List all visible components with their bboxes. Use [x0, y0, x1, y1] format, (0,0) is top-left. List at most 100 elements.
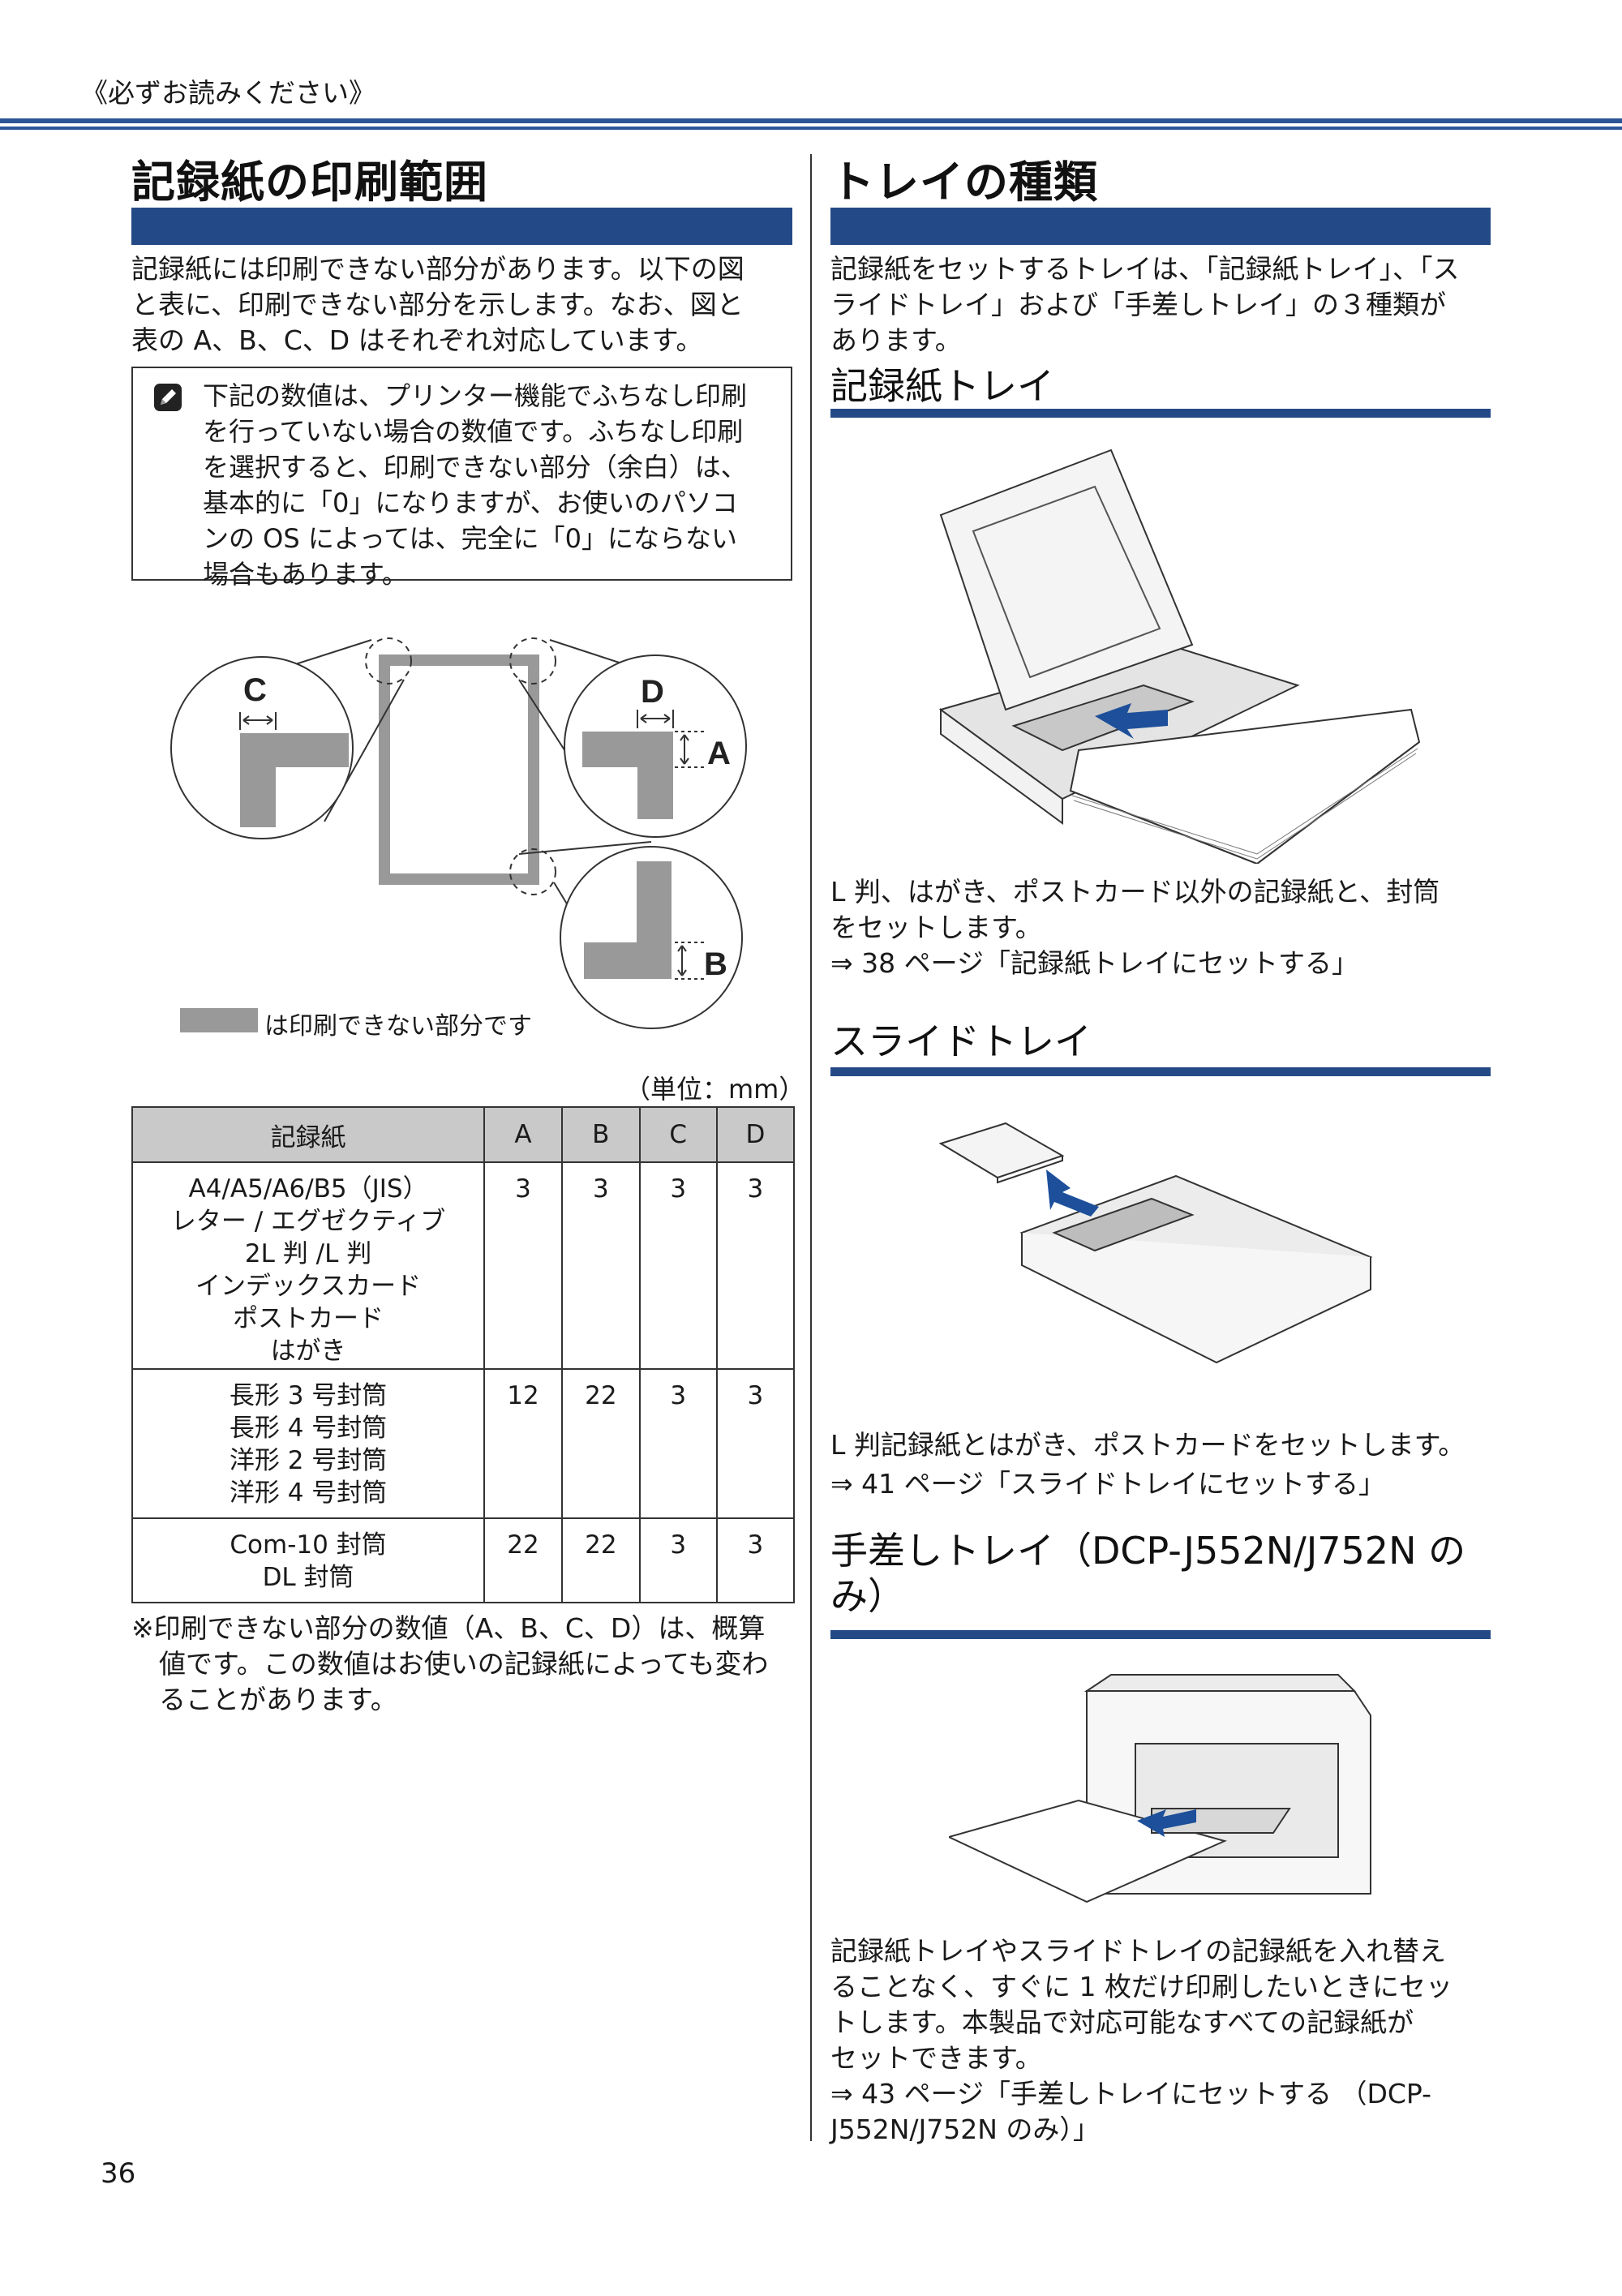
- corner-marker-d: [509, 637, 556, 685]
- intro-line: 表の A、B、C、D はそれぞれ対応しています。: [131, 324, 703, 356]
- dimension-arrow-b: [677, 945, 687, 976]
- paper-cell: A4/A5/A6/B5（JIS） レター / エグゼクティブ 2L 判 /L 判…: [131, 1161, 486, 1370]
- desc-line: L 判記録紙とはがき、ポストカードをセットします。: [830, 1429, 1465, 1461]
- label-a: A: [707, 736, 731, 771]
- note-box: 下記の数値は、プリンター機能でふちなし印刷 を行っていない場合の数値です。ふちな…: [131, 367, 792, 590]
- table-row: A4/A5/A6/B5（JIS） レター / エグゼクティブ 2L 判 /L 判…: [131, 1161, 796, 1370]
- tray-types-intro: 記録紙をセットするトレイは、「記録紙トレイ」、「ス ライドトレイ」および「手差し…: [830, 251, 1495, 358]
- label-d: D: [641, 674, 664, 710]
- table-header-row: 記録紙 A B C D: [131, 1106, 796, 1163]
- slide-tray-illustration: [938, 1122, 1373, 1364]
- header-rule-thin: [0, 127, 1622, 130]
- footnote-line: ることがあります。: [159, 1684, 397, 1715]
- unit-label: （単位：mm）: [624, 1074, 805, 1105]
- insert-arrow: [1137, 1809, 1196, 1837]
- footnote-line: 値です。この数値はお使いの記録紙によっても変わ: [159, 1648, 769, 1680]
- value-c: 3: [638, 1161, 718, 1370]
- postcard: [938, 1122, 1065, 1179]
- heading-line: 手差しトレイ（DCP-J552N/J752N の: [830, 1529, 1466, 1573]
- desc-line: トします。本製品で対応可能なすべての記録紙が: [830, 2006, 1414, 2038]
- running-header: 《必ずお読みください》: [81, 77, 375, 109]
- col-header-c: C: [638, 1106, 718, 1163]
- paper-cell: 長形 3 号封筒 長形 4 号封筒 洋形 2 号封筒 洋形 4 号封筒: [131, 1368, 486, 1519]
- col-header-paper: 記録紙: [131, 1106, 486, 1163]
- link-manual-feed-page-cont[interactable]: J552N/J752N のみ）」: [830, 2114, 1100, 2145]
- tray-cover: [939, 448, 1194, 711]
- link-paper-tray-page[interactable]: ⇒ 38 ページ「記録紙トレイにセットする」: [830, 947, 1358, 979]
- table-row: 長形 3 号封筒 長形 4 号封筒 洋形 2 号封筒 洋形 4 号封筒 12 2…: [131, 1368, 796, 1519]
- intro-line: あります。: [830, 324, 962, 356]
- intro-line: 記録紙には印刷できない部分があります。以下の図: [131, 253, 744, 285]
- heading-rule: [830, 1067, 1491, 1076]
- intro-line: ライドトレイ」および「手差しトレイ」の３種類が: [830, 289, 1446, 320]
- paper-cell: Com-10 封筒 DL 封筒: [131, 1517, 486, 1603]
- note-line: 下記の数値は、プリンター機能でふちなし印刷: [203, 380, 748, 411]
- value-b: 3: [560, 1161, 641, 1370]
- value-a: 22: [483, 1517, 563, 1603]
- print-area-diagram: C D A B: [170, 637, 747, 1029]
- heading-line: み）: [830, 1574, 905, 1618]
- memo-pencil-icon: [154, 384, 182, 411]
- value-a: 3: [483, 1161, 563, 1370]
- dimension-arrow-c: [242, 715, 273, 725]
- desc-line: をセットします。: [830, 912, 1042, 943]
- desc-line: ることなく、すぐに 1 枚だけ印刷したいときにセッ: [830, 1971, 1453, 2002]
- heading-rule: [830, 409, 1491, 418]
- title-bar: [131, 208, 792, 245]
- value-b: 22: [560, 1517, 641, 1603]
- table-footnote: ※印刷できない部分の数値（A、B、C、D）は、概算 値です。この数値はお使いの記…: [131, 1611, 796, 1718]
- column-divider: [810, 154, 812, 2141]
- table-row: Com-10 封筒 DL 封筒 22 22 3 3: [131, 1517, 796, 1603]
- print-area-intro: 記録紙には印刷できない部分があります。以下の図 と表に、印刷できない部分を示しま…: [131, 251, 796, 358]
- legend-text: は印刷できない部分です: [264, 1012, 532, 1041]
- dimension-arrow-d: [640, 714, 671, 723]
- value-a: 12: [483, 1368, 563, 1519]
- paper-tray-illustration: [938, 448, 1421, 864]
- heading-manual-feed-tray: 手差しトレイ（DCP-J552N/J752N の み）: [830, 1528, 1465, 1619]
- desc-line: 記録紙トレイやスライドトレイの記録紙を入れ替え: [830, 1935, 1446, 1967]
- note-line: ンの OS によっては、完全に「0」にならない: [203, 523, 738, 554]
- margin-shape-c: [240, 733, 349, 827]
- margin-shape-d: [582, 732, 673, 819]
- intro-line: 記録紙をセットするトレイは、「記録紙トレイ」、「ス: [830, 253, 1460, 285]
- corner-marker-b: [509, 848, 556, 895]
- print-area-table: 記録紙 A B C D A4/A5/A6/B5（JIS） レター / エグゼクテ…: [131, 1106, 796, 1603]
- value-d: 3: [715, 1161, 796, 1370]
- legend-swatch: [180, 1008, 258, 1032]
- dimension-arrow-a: [680, 734, 689, 765]
- section-title-tray-types: トレイの種類: [830, 157, 1098, 208]
- heading-paper-tray: 記録紙トレイ: [830, 364, 1054, 408]
- value-b: 22: [560, 1368, 641, 1519]
- value-d: 3: [715, 1517, 796, 1603]
- note-line: を行っていない場合の数値です。ふちなし印刷: [203, 416, 744, 447]
- corner-marker-c: [365, 637, 412, 685]
- col-header-a: A: [483, 1106, 563, 1163]
- footnote-line: ※印刷できない部分の数値（A、B、C、D）は、概算: [131, 1612, 766, 1644]
- col-header-b: B: [560, 1106, 641, 1163]
- insert-arrow: [1095, 703, 1168, 739]
- intro-line: と表に、印刷できない部分を示します。なお、図と: [131, 289, 744, 320]
- value-d: 3: [715, 1368, 796, 1519]
- section-title-print-area: 記録紙の印刷範囲: [131, 157, 488, 208]
- label-c: C: [243, 672, 267, 708]
- note-line: 場合もあります。: [203, 559, 408, 590]
- note-line: 基本的に「0」になりますが、お使いのパソコ: [203, 487, 738, 518]
- paper-tray-desc: L 判、はがき、ポストカード以外の記録紙と、封筒 をセットします。 ⇒ 38 ペ…: [830, 874, 1495, 981]
- desc-line: セットできます。: [830, 2042, 1042, 2074]
- page-outline: [379, 654, 539, 885]
- link-manual-feed-page[interactable]: ⇒ 43 ページ「手差しトレイにセットする （DCP-: [830, 2078, 1431, 2109]
- link-slide-tray-page[interactable]: ⇒ 41 ページ「スライドトレイにセットする」: [830, 1468, 1385, 1500]
- note-line: を選択すると、印刷できない部分（余白）は、: [203, 452, 747, 483]
- manual-feed-illustration: [949, 1674, 1371, 1903]
- label-b: B: [704, 946, 727, 982]
- note-text: 下記の数値は、プリンター機能でふちなし印刷 を行っていない場合の数値です。ふちな…: [203, 378, 779, 592]
- col-header-d: D: [715, 1106, 796, 1163]
- manual-feed-desc: 記録紙トレイやスライドトレイの記録紙を入れ替え ることなく、すぐに 1 枚だけ印…: [830, 1933, 1495, 2148]
- slide-tray-desc: L 判記録紙とはがき、ポストカードをセットします。 ⇒ 41 ページ「スライドト…: [830, 1427, 1495, 1502]
- value-c: 3: [638, 1368, 718, 1519]
- margin-shape-b: [584, 861, 672, 979]
- insert-arrow: [1046, 1169, 1099, 1217]
- heading-slide-tray: スライドトレイ: [830, 1019, 1092, 1063]
- title-bar: [830, 208, 1491, 245]
- value-c: 3: [638, 1517, 718, 1603]
